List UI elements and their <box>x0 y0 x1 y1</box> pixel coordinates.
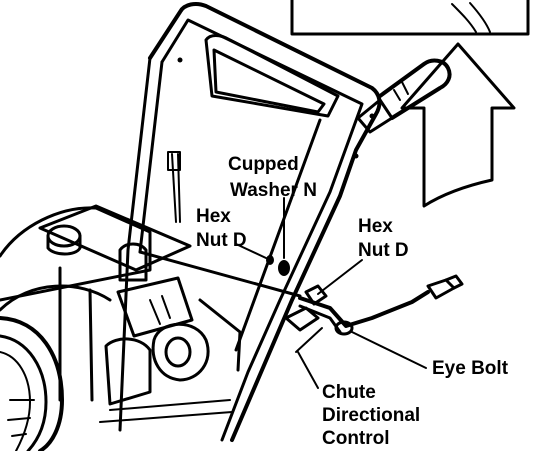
handle-frame <box>118 2 382 442</box>
hex-nut-left-label-line1: Hex <box>196 206 231 227</box>
engine-assembly <box>0 204 242 423</box>
upward-arrow <box>400 42 516 208</box>
eye-bolt-label: Eye Bolt <box>432 358 509 379</box>
chute-label-line3: Control <box>322 428 390 449</box>
callout-labels: Cupped Washer N Hex Nut D Hex Nut D Eye … <box>196 154 509 449</box>
hex-nut-right-label-line1: Hex <box>358 216 393 237</box>
hardware <box>266 255 354 336</box>
eye-bolt <box>334 320 354 336</box>
inset-detail-box <box>290 0 530 36</box>
chute-label-line2: Directional <box>322 405 420 426</box>
hex-nut-left <box>266 255 274 265</box>
hex-nut-right-label-line2: Nut D <box>358 240 409 261</box>
auger-housing <box>0 316 64 451</box>
chute-label-line1: Chute <box>322 382 376 403</box>
leader-lines <box>235 197 427 389</box>
chute-directional-control-rod <box>284 274 464 334</box>
hex-nut-left-label-line2: Nut D <box>196 230 247 251</box>
cupped-washer <box>278 260 290 276</box>
hex-nut-right <box>304 284 328 306</box>
cupped-washer-label-line1: Cupped <box>228 154 299 175</box>
handle-grip <box>356 58 452 134</box>
cupped-washer-label-line2: Washer N <box>230 180 317 201</box>
